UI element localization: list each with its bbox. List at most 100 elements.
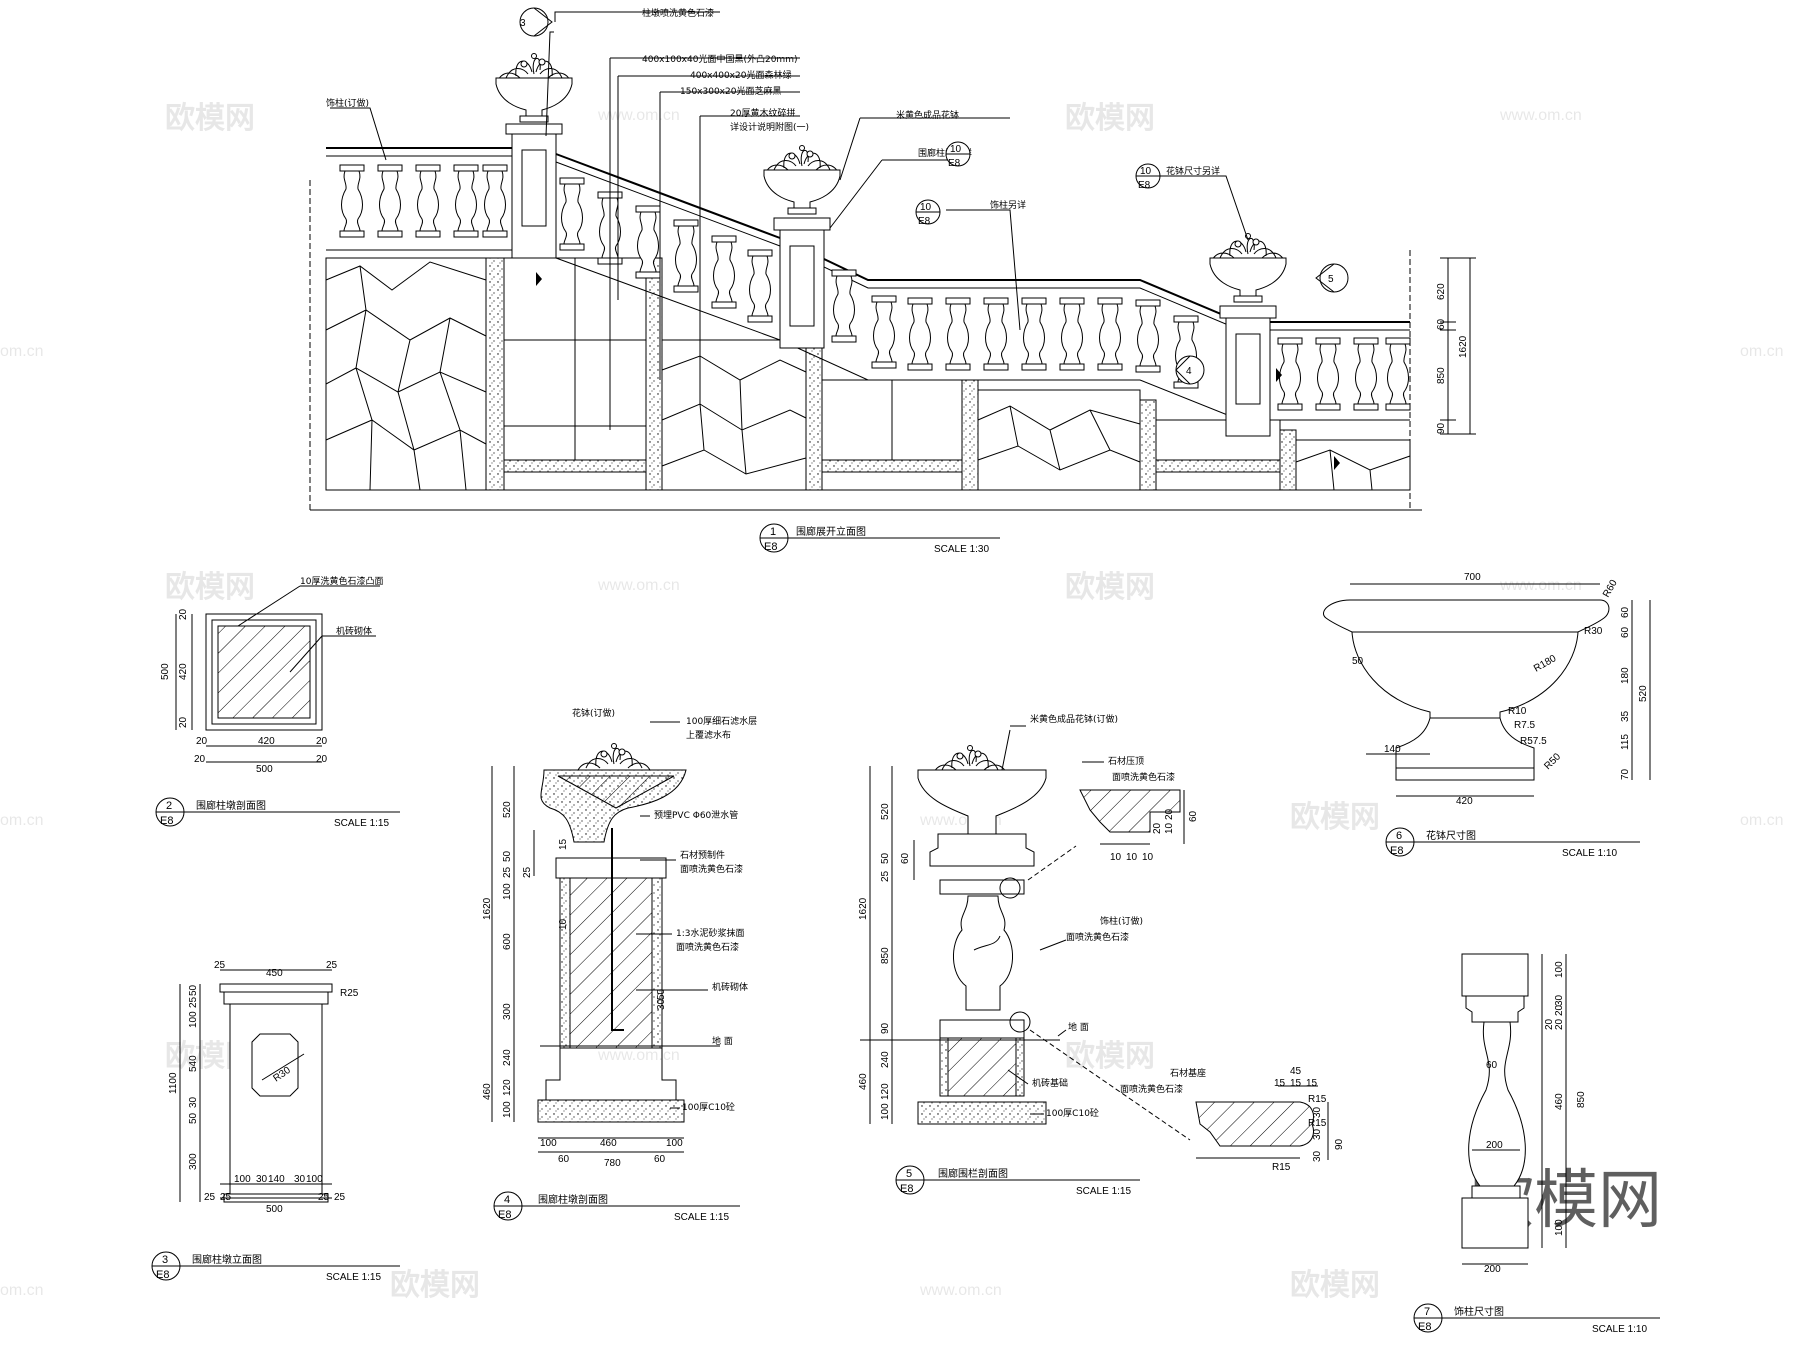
detail-title-block: 3 E8 围廊柱墩立面图 SCALE 1:15: [151, 1251, 400, 1283]
label: 100厚细石滤水层: [686, 715, 757, 727]
svg-text:240: 240: [502, 1049, 513, 1066]
svg-text:20: 20: [178, 716, 189, 728]
svg-text:70: 70: [1620, 768, 1631, 780]
pier: [764, 146, 840, 349]
svg-text:180: 180: [1620, 667, 1631, 684]
stone-wall: [325, 257, 1411, 491]
svg-text:1620: 1620: [1458, 335, 1469, 358]
watermark-text: 欧模网: [165, 101, 255, 136]
svg-text:10: 10: [920, 202, 932, 213]
svg-text:20: 20: [194, 754, 206, 765]
svg-text:30: 30: [1312, 1106, 1323, 1118]
svg-text:90: 90: [880, 1022, 891, 1034]
svg-text:460: 460: [858, 1073, 869, 1090]
svg-text:R30: R30: [1584, 626, 1603, 637]
svg-text:E8: E8: [1138, 180, 1151, 191]
svg-text:15: 15: [1290, 1078, 1302, 1089]
svg-text:120: 120: [880, 1083, 891, 1100]
svg-text:60: 60: [1620, 626, 1631, 638]
label: 20厚黄木纹碎拼: [730, 107, 795, 119]
label: 柱墩喷洗黄色石漆: [642, 7, 714, 19]
label: 400x400x20光面森林绿: [690, 69, 791, 81]
detail-sheet: E8: [900, 1183, 913, 1195]
watermark-url: www.om.cn: [1499, 577, 1582, 594]
svg-text:140: 140: [268, 1174, 285, 1185]
svg-text:R60: R60: [1601, 578, 1620, 600]
label: 机砖基础: [1032, 1077, 1068, 1089]
detail-1-elevation: 柱墩喷洗黄色石漆 400x100x40光面中国黑(外凸20mm) 400x400…: [309, 7, 1476, 555]
svg-text:20: 20: [1544, 1018, 1555, 1030]
svg-text:200: 200: [1484, 1264, 1501, 1275]
label: 400x100x40光面中国黑(外凸20mm): [642, 53, 797, 65]
detail-number: 4: [504, 1194, 510, 1206]
detail-sheet: E8: [764, 541, 777, 553]
svg-text:15: 15: [1306, 1078, 1318, 1089]
svg-text:10: 10: [950, 144, 962, 155]
svg-text:10: 10: [1164, 822, 1175, 834]
watermark-url: om.cn: [0, 343, 44, 360]
label: 150x300x20光面芝麻黑: [680, 85, 781, 97]
svg-text:20: 20: [1554, 1004, 1565, 1016]
svg-text:20: 20: [316, 754, 328, 765]
svg-text:460: 460: [482, 1083, 493, 1100]
svg-text:420: 420: [178, 663, 189, 680]
svg-text:500: 500: [266, 1204, 283, 1215]
svg-text:90: 90: [1334, 1138, 1345, 1150]
svg-text:25: 25: [334, 1192, 346, 1203]
svg-text:25: 25: [326, 960, 338, 971]
svg-text:850: 850: [880, 947, 891, 964]
svg-text:20: 20: [1152, 822, 1163, 834]
svg-text:R15: R15: [1308, 1118, 1327, 1129]
watermark-text: 欧模网: [1065, 1039, 1155, 1074]
svg-text:30: 30: [256, 1174, 268, 1185]
svg-text:50: 50: [656, 988, 667, 1000]
svg-text:50: 50: [188, 984, 199, 996]
svg-text:520: 520: [502, 801, 513, 818]
svg-text:30: 30: [656, 998, 667, 1010]
svg-text:5: 5: [1328, 274, 1334, 285]
svg-text:10: 10: [558, 918, 569, 930]
detail-scale: SCALE 1:15: [1076, 1186, 1131, 1197]
detail-6-urn-dimensions: 700 R60 R30 60 50 60 R180 180 520 R10 R7…: [1323, 572, 1651, 859]
svg-text:30: 30: [1312, 1150, 1323, 1162]
svg-text:25: 25: [502, 866, 513, 878]
label: 面喷洗黄色石漆: [1120, 1083, 1183, 1095]
watermark-text: 欧模网: [165, 570, 255, 605]
label: 花钵(订做): [572, 707, 615, 719]
svg-text:30: 30: [1554, 994, 1565, 1006]
label: 面喷洗黄色石漆: [676, 941, 739, 953]
label: 石材基座: [1170, 1067, 1206, 1079]
watermark-url: www.om.cn: [597, 1047, 680, 1064]
svg-text:115: 115: [1620, 734, 1631, 750]
detail-3-pier-elevation: 50 25 100 540 30 50 300 1100 25 450 25 R…: [151, 960, 400, 1283]
svg-text:600: 600: [502, 933, 513, 950]
svg-text:R57.5: R57.5: [1520, 736, 1547, 747]
svg-text:25: 25: [214, 960, 226, 971]
leader-lines: [330, 11, 1249, 430]
watermark-layer: 欧模网 欧模网 www.om.cn www.om.cn om.cn om.cn …: [0, 101, 1784, 1303]
svg-text:20: 20: [1554, 1018, 1565, 1030]
detail-number: 7: [1424, 1306, 1430, 1318]
svg-text:60: 60: [558, 1154, 570, 1165]
svg-text:300: 300: [188, 1153, 199, 1170]
svg-text:E8: E8: [948, 158, 961, 169]
label: 饰柱(订做): [1100, 915, 1143, 927]
svg-text:700: 700: [1464, 572, 1481, 583]
label: 面喷洗黄色石漆: [680, 863, 743, 875]
svg-text:780: 780: [604, 1158, 621, 1169]
svg-text:1620: 1620: [858, 897, 869, 920]
detail-scale: SCALE 1:30: [934, 544, 989, 555]
detail-scale: SCALE 1:15: [674, 1212, 729, 1223]
svg-text:30: 30: [188, 1096, 199, 1108]
watermark-text: 欧模网: [1065, 570, 1155, 605]
label: 石材压顶: [1108, 755, 1144, 767]
watermark-text: 欧模网: [1290, 800, 1380, 835]
detail-7-baluster-dimensions: 100 30 20 20 20 460 850 60 200 100 200 7…: [1413, 953, 1660, 1335]
svg-text:20: 20: [196, 736, 208, 747]
svg-text:1100: 1100: [168, 1072, 179, 1094]
label: 机砖砌体: [712, 981, 748, 993]
svg-text:100: 100: [502, 883, 513, 900]
label: 面喷洗黄色石漆: [1112, 771, 1175, 783]
label: 地 面: [712, 1035, 733, 1047]
detail-5-railing-section: 米黄色成品花钵(订做) 石材压顶 面喷洗黄色石漆 饰柱(订做) 面喷洗黄色石漆 …: [858, 713, 1345, 1197]
